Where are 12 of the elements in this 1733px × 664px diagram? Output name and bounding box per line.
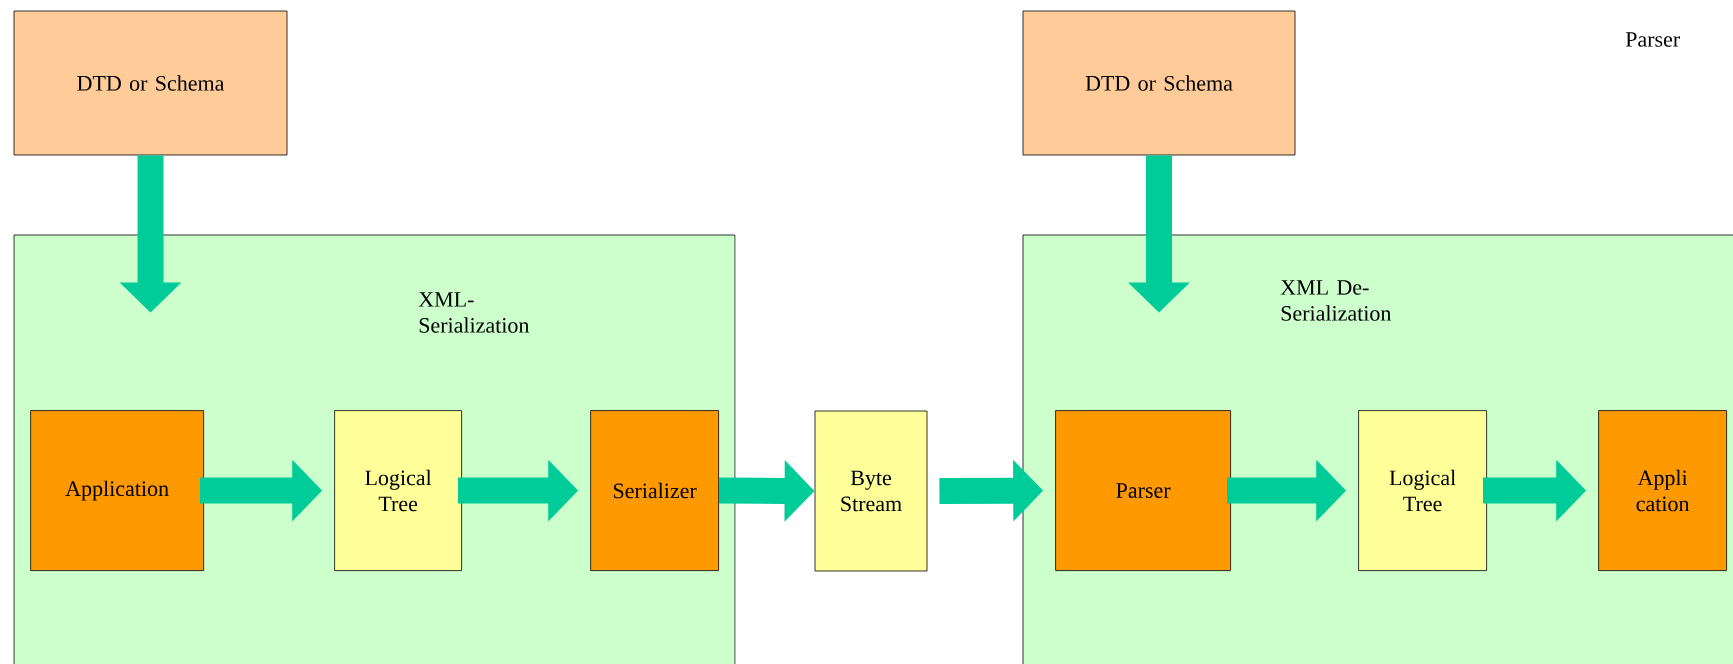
group-heading: XML- Serialization xyxy=(418,292,530,333)
process-box: Logical Tree xyxy=(334,410,462,571)
process-box: Byte Stream xyxy=(814,410,928,572)
process-box: Parser xyxy=(1055,410,1231,571)
process-box: Serializer xyxy=(590,410,719,571)
process-box: DTD or Schema xyxy=(1022,10,1296,156)
label: Parser xyxy=(1625,32,1680,47)
process-box: DTD or Schema xyxy=(13,10,288,156)
process-box: Appli cation xyxy=(1598,410,1727,571)
group-heading: XML De- Serialization xyxy=(1280,280,1392,321)
process-box: Application xyxy=(30,410,204,571)
process-box: Logical Tree xyxy=(1358,410,1487,571)
